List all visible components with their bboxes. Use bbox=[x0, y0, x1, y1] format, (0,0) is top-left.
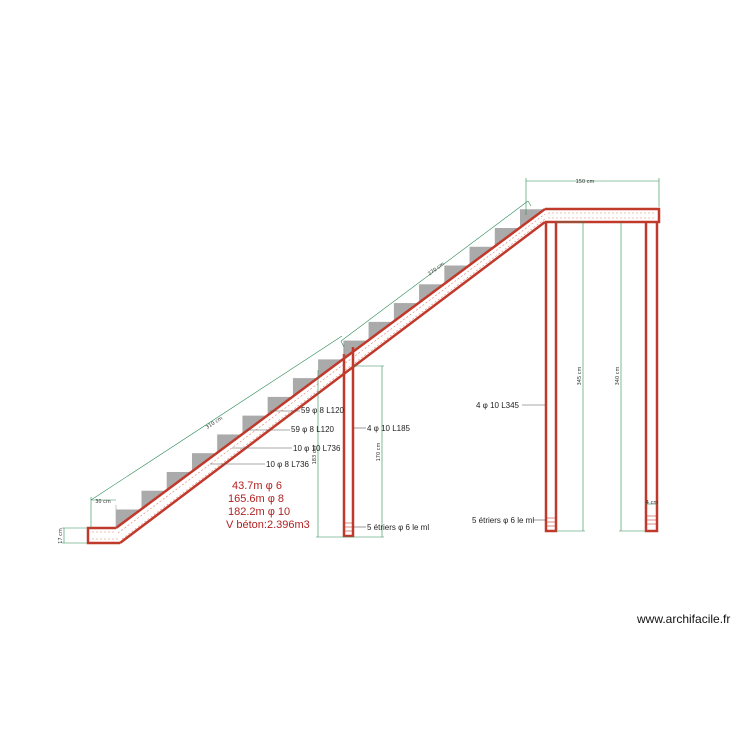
bottom-landing-outline bbox=[86, 526, 120, 545]
rebar-label-1: 59 φ 8 L120 bbox=[301, 406, 345, 415]
dim-left-thickness: 17 cm bbox=[58, 528, 64, 544]
dim-right-post-2: 340 cm bbox=[615, 367, 621, 386]
summary-line-4: V béton:2.396m3 bbox=[226, 519, 310, 531]
rebar-label-right-post: 4 φ 10 L345 bbox=[476, 401, 520, 410]
rebar-label-mid-stirrups: 5 étriers φ 6 le ml bbox=[367, 523, 429, 532]
dim-lower-run: 310 cm bbox=[205, 415, 224, 430]
dim-mid-post-clear: 170 cm bbox=[376, 443, 382, 462]
stirrup-marks bbox=[345, 515, 656, 532]
posts bbox=[342, 222, 659, 538]
rebar-label-right-stirrups: 5 étriers φ 6 le ml bbox=[472, 516, 534, 525]
dim-left-top: 30 cm bbox=[95, 499, 111, 505]
stringer-bottom-line bbox=[119, 221, 546, 544]
right-post-2 bbox=[644, 222, 659, 533]
summary-line-2: 165.6m φ 8 bbox=[228, 493, 284, 505]
dim-right-post-1: 345 cm bbox=[577, 367, 583, 386]
tick-lines bbox=[115, 344, 345, 528]
dim-mid-post-height: 183 cm bbox=[312, 446, 318, 465]
rebar-label-2: 59 φ 8 L120 bbox=[291, 425, 335, 434]
leader-lines bbox=[210, 404, 546, 528]
top-landing-outline bbox=[545, 207, 661, 224]
dim-upper-run: 270 cm bbox=[427, 261, 446, 277]
summary-line-1: 43.7m φ 6 bbox=[232, 480, 282, 492]
watermark: www.archifacile.fr bbox=[636, 612, 730, 626]
summary-line-3: 182.2m φ 10 bbox=[228, 506, 290, 518]
rebar-label-mid-post: 4 φ 10 L185 bbox=[367, 424, 411, 433]
rebar-label-4: 10 φ 8 L736 bbox=[266, 460, 310, 469]
stair-slab bbox=[86, 207, 661, 545]
dim-right-small: 4 cm bbox=[646, 500, 659, 506]
dim-landing-width: 150 cm bbox=[576, 179, 595, 185]
middle-post bbox=[342, 347, 355, 538]
quantities-summary: 43.7m φ 6 165.6m φ 8 182.2m φ 10 V béton… bbox=[226, 480, 310, 531]
stringer-top-line bbox=[115, 207, 546, 530]
rebar-lines bbox=[92, 212, 656, 540]
right-post-1 bbox=[544, 222, 558, 533]
rebar-label-3: 10 φ 10 L736 bbox=[293, 444, 341, 453]
dimension-lines bbox=[62, 178, 660, 544]
